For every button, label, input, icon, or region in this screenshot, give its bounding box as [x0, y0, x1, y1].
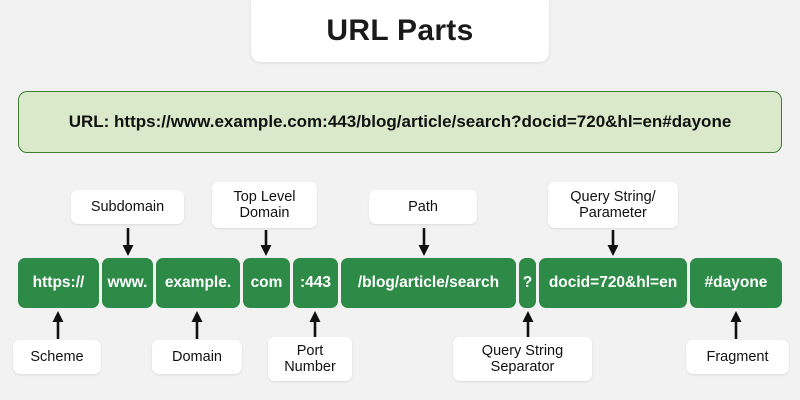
label-query-string-parameter-line2: Parameter: [579, 205, 647, 221]
label-port-number-line2: Number: [284, 359, 336, 375]
label-port-number-line1: Port: [296, 342, 324, 359]
page-title: URL Parts: [326, 14, 474, 47]
segment-scheme[interactable]: https://: [18, 258, 99, 308]
segment-fragment[interactable]: #dayone: [690, 258, 782, 308]
segment-top-level-domain[interactable]: com: [243, 258, 290, 308]
label-top-level-domain-line1: Top Level: [233, 188, 296, 205]
label-top-level-domain-line2: Domain: [239, 205, 290, 221]
label-query-string-separator-line1: Query String: [481, 342, 564, 359]
arrow-down-top-level-domain: [259, 230, 273, 256]
label-query-string-parameter-line1: Query String/: [570, 188, 656, 205]
label-fragment-line1: Fragment: [706, 348, 769, 365]
label-scheme-line1: Scheme: [30, 348, 84, 365]
segment-query-string-parameter-text: docid=720&hl=en: [548, 274, 678, 291]
label-port-number: Port Number: [268, 337, 352, 381]
arrow-down-path: [417, 228, 431, 256]
label-path-line1: Path: [408, 198, 438, 215]
url-banner: URL: https://www.example.com:443/blog/ar…: [18, 91, 782, 153]
segment-subdomain-text: www.: [107, 274, 148, 291]
segment-domain[interactable]: example.: [156, 258, 240, 308]
segment-query-string-parameter[interactable]: docid=720&hl=en: [539, 258, 687, 308]
segment-scheme-text: https://: [32, 274, 85, 291]
label-query-string-separator: Query String Separator: [453, 337, 592, 381]
label-subdomain: Subdomain: [71, 190, 184, 224]
label-top-level-domain: Top Level Domain: [212, 182, 317, 228]
label-query-string-separator-line2: Separator: [490, 359, 555, 375]
segment-domain-text: example.: [164, 274, 232, 291]
segment-path-text: /blog/article/search: [357, 274, 500, 291]
label-domain: Domain: [152, 340, 242, 374]
label-scheme: Scheme: [13, 340, 101, 374]
arrow-up-port-number: [308, 311, 322, 337]
label-fragment: Fragment: [686, 340, 789, 374]
url-banner-text: URL: https://www.example.com:443/blog/ar…: [68, 112, 732, 131]
arrow-up-query-string-separator: [521, 311, 535, 337]
label-query-string-parameter: Query String/ Parameter: [548, 182, 678, 228]
title-card: URL Parts: [251, 0, 549, 62]
segment-top-level-domain-text: com: [250, 274, 283, 291]
segment-port-number[interactable]: :443: [293, 258, 338, 308]
label-domain-line1: Domain: [172, 348, 222, 365]
arrow-down-subdomain: [121, 228, 135, 256]
label-subdomain-line1: Subdomain: [90, 198, 165, 215]
label-path: Path: [369, 190, 477, 224]
segment-query-string-separator-text: ?: [522, 274, 533, 291]
arrow-up-scheme: [51, 311, 65, 339]
segment-path[interactable]: /blog/article/search: [341, 258, 516, 308]
arrow-up-domain: [190, 311, 204, 339]
segment-query-string-separator[interactable]: ?: [519, 258, 536, 308]
segment-subdomain[interactable]: www.: [102, 258, 153, 308]
segment-fragment-text: #dayone: [704, 274, 768, 291]
segment-port-number-text: :443: [299, 274, 332, 291]
arrow-down-query-string-parameter: [606, 230, 620, 256]
arrow-up-fragment: [729, 311, 743, 339]
